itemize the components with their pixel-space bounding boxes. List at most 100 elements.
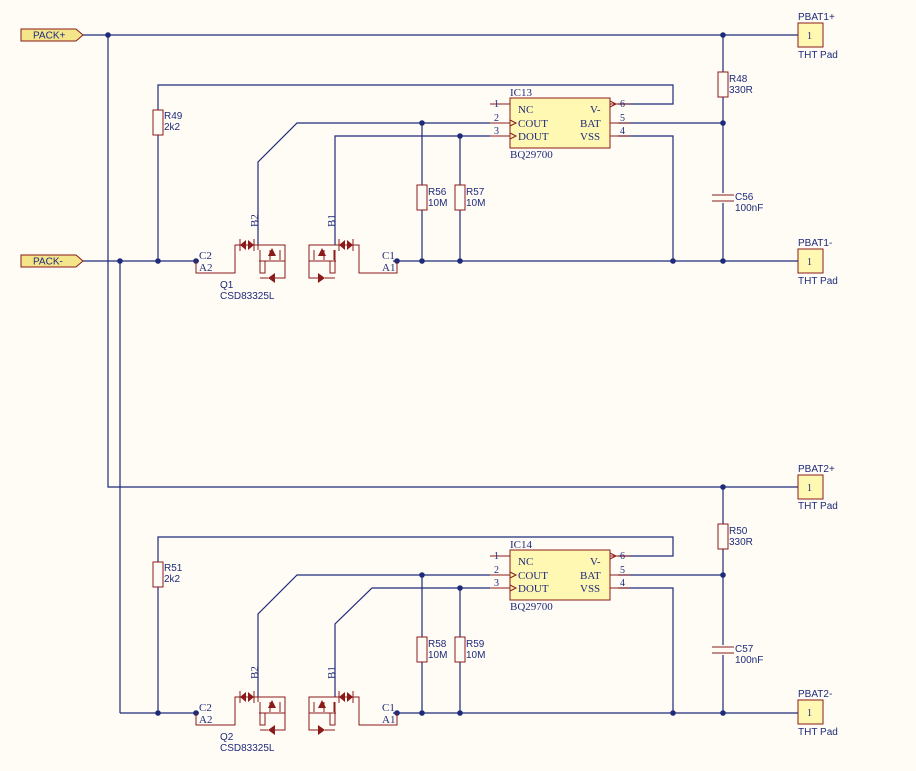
pin-name: COUT: [518, 570, 548, 582]
res-ref: R48: [729, 74, 748, 85]
capacitor-c56[interactable]: C56 100nF: [712, 192, 763, 214]
res-value: 2k2: [164, 574, 181, 585]
ic-ref: IC13: [510, 87, 533, 99]
pad-pbat1-minus[interactable]: PBAT1- 1 THT Pad: [797, 238, 838, 287]
res-value: 2k2: [164, 122, 181, 133]
fet-ref: Q2: [220, 732, 234, 743]
res-ref: R57: [466, 187, 485, 198]
global-wires: [83, 32, 798, 713]
port-pack-plus[interactable]: PACK+: [20, 28, 84, 42]
mosfet-q2[interactable]: B2 B1 C2 A2 C1 A1 Q2 CSD83325L: [195, 666, 398, 754]
fet-a1: A1: [382, 262, 395, 274]
res-ref: R50: [729, 526, 748, 537]
resistor-r56[interactable]: R56 10M: [416, 184, 447, 211]
pin-name: DOUT: [518, 131, 549, 143]
pin-num: 6: [620, 551, 625, 562]
pin-num: 4: [620, 578, 625, 589]
ic-ref: IC14: [510, 539, 533, 551]
res-ref: R56: [428, 187, 447, 198]
cap-value: 100nF: [735, 203, 763, 214]
res-ref: R49: [164, 111, 183, 122]
pin-name: DOUT: [518, 583, 549, 595]
protection-stage-2: IC14 1 2 3 NC COUT DOUT V- BAT VSS 6 5 4…: [120, 484, 798, 754]
pad-pin: 1: [807, 708, 812, 719]
pin-name: BAT: [580, 118, 601, 130]
pin-num: 6: [620, 99, 625, 110]
fet-b2: B2: [249, 214, 261, 227]
capacitor-c57[interactable]: C57 100nF: [712, 644, 763, 666]
pin-num: 5: [620, 565, 625, 576]
pad-name: PBAT2-: [798, 689, 832, 700]
pin-name: COUT: [518, 118, 548, 130]
port-pack-minus[interactable]: PACK-: [20, 254, 84, 268]
port-pack-minus-label: PACK-: [33, 257, 63, 268]
res-value: 10M: [428, 650, 447, 661]
resistor-r50[interactable]: R50 330R: [717, 523, 753, 550]
pin-num: 2: [494, 565, 499, 576]
fet-b1: B1: [326, 214, 338, 227]
pin-name: VSS: [580, 583, 600, 595]
fet-c1: C1: [382, 250, 395, 262]
fet-b1: B1: [326, 666, 338, 679]
pad-pin: 1: [807, 31, 812, 42]
port-pack-plus-label: PACK+: [33, 31, 65, 42]
ic14-bq29700[interactable]: IC14 1 2 3 NC COUT DOUT V- BAT VSS 6 5 4…: [490, 539, 630, 613]
pin-name: BAT: [580, 570, 601, 582]
pin-num: 4: [620, 126, 625, 137]
pad-type: THT Pad: [798, 50, 838, 61]
res-value: 10M: [466, 650, 485, 661]
pin-num: 3: [494, 578, 499, 589]
pin-num: 3: [494, 126, 499, 137]
pad-type: THT Pad: [798, 501, 838, 512]
fet-ref: Q1: [220, 280, 234, 291]
pin-num: 1: [494, 99, 499, 110]
resistor-r59[interactable]: R59 10M: [454, 636, 485, 663]
ic13-bq29700[interactable]: IC13 1 2 3 NC COUT DOUT V- BAT VSS 6 5 4…: [490, 87, 630, 161]
resistor-r49[interactable]: R49 2k2: [152, 109, 183, 136]
fet-a1: A1: [382, 714, 395, 726]
pad-pin: 1: [807, 257, 812, 268]
res-value: 10M: [428, 198, 447, 209]
pad-name: PBAT1+: [798, 12, 835, 23]
cap-value: 100nF: [735, 655, 763, 666]
pin-name: V-: [590, 556, 601, 568]
cap-ref: C57: [735, 644, 754, 655]
pin-name: NC: [518, 104, 533, 116]
pad-type: THT Pad: [798, 276, 838, 287]
res-value: 330R: [729, 85, 753, 96]
cap-ref: C56: [735, 192, 754, 203]
res-ref: R58: [428, 639, 447, 650]
res-ref: R51: [164, 563, 183, 574]
resistor-r51[interactable]: R51 2k2: [152, 561, 183, 588]
res-ref: R59: [466, 639, 485, 650]
mosfet-q1[interactable]: B2 B1 C2 A2 C1 A1 Q1 CSD83325L: [195, 214, 398, 302]
resistor-r48[interactable]: R48 330R: [717, 71, 753, 98]
res-value: 330R: [729, 537, 753, 548]
fet-part: CSD83325L: [220, 743, 275, 754]
protection-stage-1: IC13 1 2 3 NC COUT DOUT V- BAT VSS 6 5 4…: [120, 32, 798, 302]
fet-b2: B2: [249, 666, 261, 679]
pin-name: NC: [518, 556, 533, 568]
fet-a2: A2: [199, 714, 212, 726]
pad-name: PBAT1-: [798, 238, 832, 249]
fet-c1: C1: [382, 702, 395, 714]
pad-type: THT Pad: [798, 727, 838, 738]
pad-pbat2-plus[interactable]: PBAT2+ 1 THT Pad: [797, 464, 838, 512]
fet-a2: A2: [199, 262, 212, 274]
ic-part: BQ29700: [510, 149, 553, 161]
res-value: 10M: [466, 198, 485, 209]
pin-num: 1: [494, 551, 499, 562]
pad-pbat2-minus[interactable]: PBAT2- 1 THT Pad: [797, 689, 838, 738]
pad-pbat1-plus[interactable]: PBAT1+ 1 THT Pad: [797, 12, 838, 61]
resistor-r58[interactable]: R58 10M: [416, 636, 447, 663]
pad-name: PBAT2+: [798, 464, 835, 475]
pin-name: VSS: [580, 131, 600, 143]
pad-pin: 1: [807, 483, 812, 494]
fet-c2: C2: [199, 702, 212, 714]
pin-name: V-: [590, 104, 601, 116]
fet-c2: C2: [199, 250, 212, 262]
resistor-r57[interactable]: R57 10M: [454, 184, 485, 211]
pin-num: 5: [620, 113, 625, 124]
ic-part: BQ29700: [510, 601, 553, 613]
